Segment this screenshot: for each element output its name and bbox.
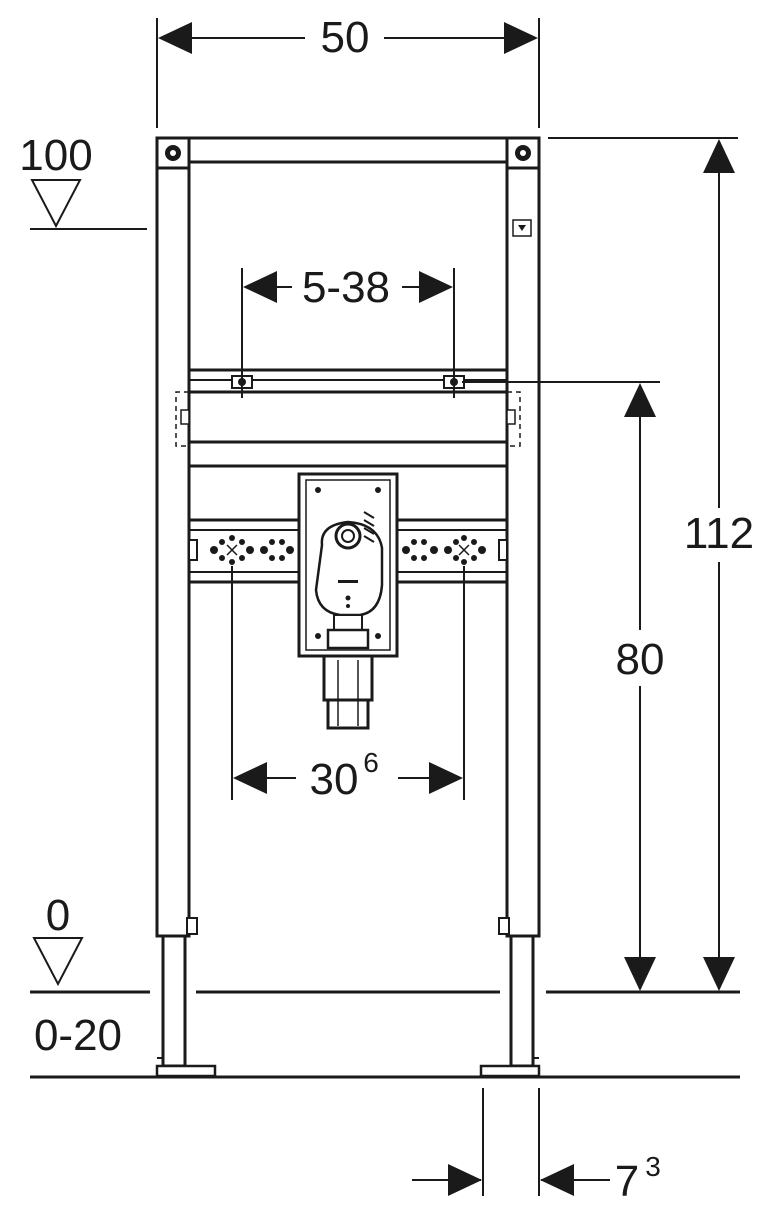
foot-width-main: 7 (615, 1157, 639, 1206)
level-marker-100: 100 (19, 131, 147, 230)
top-level-label: 100 (19, 131, 92, 180)
floor-range-label: 0-20 (34, 1011, 122, 1060)
dimension-rail-spacing: 5-38 (241, 263, 455, 398)
dimension-bracket-spacing: 30 6 (231, 566, 465, 804)
bracket-spacing-label: 30 (310, 755, 359, 804)
drain-module (297, 472, 399, 730)
tap-rail (175, 368, 521, 468)
frame-legs (155, 917, 541, 1078)
total-height-label: 112 (684, 509, 754, 558)
rail-spacing-label: 5-38 (302, 263, 390, 312)
dimension-total-height: 112 (548, 137, 754, 991)
dimension-rail-height: 80 (462, 381, 665, 991)
bracket-spacing-main: 30 (310, 755, 359, 804)
floor-level-label: 0 (46, 891, 70, 940)
dimension-foot-width: 7 3 (412, 1088, 661, 1206)
rail-height-label: 80 (616, 635, 665, 684)
foot-width-sup: 3 (645, 1151, 661, 1182)
bracket-spacing-sup: 6 (363, 747, 379, 778)
width-total-label: 50 (321, 13, 370, 62)
level-marker-floor: 0 0-20 (30, 891, 740, 1079)
mounting-bracket (187, 518, 509, 584)
dimension-width-total: 50 (156, 13, 540, 128)
